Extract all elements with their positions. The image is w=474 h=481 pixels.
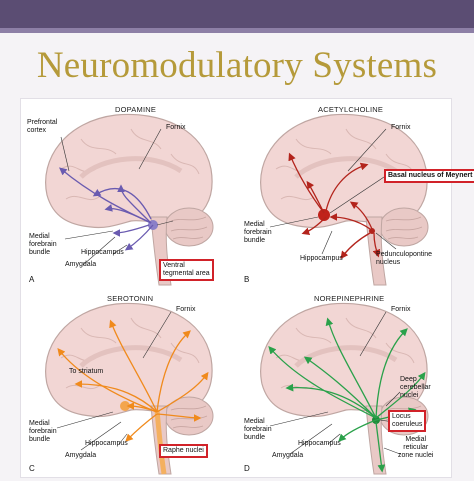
acetylcholine-diagram [260,113,429,286]
cerebellum-folds [385,216,423,240]
label-hippocampus: Hippocampus [298,440,341,447]
label-hippocampus: Hippocampus [300,255,343,262]
label-medial-reticular-zone-nuclei: Medial reticular zone nuclei [398,436,434,459]
corpus-callosum [294,345,398,368]
serotonin-diagram [45,302,214,475]
panel-title-dopamine: DOPAMINE [115,105,157,114]
label-medial-forebrain-bundle: Medial forebrain bundle [29,233,57,256]
cerebellum [379,207,429,247]
slide-title: Neuromodulatory Systems [36,45,438,86]
label-amygdala: Amygdala [272,452,304,459]
label-hippocampus: Hippocampus [81,249,124,256]
pedunculopontine-dot [369,228,375,234]
label-deep-cerebellar-nuclei: Deep cerebellar nuclei [400,376,431,399]
title-bar-accent [0,28,474,33]
cerebellum-folds [170,216,208,240]
cerebrum-folds [275,317,415,390]
panel-letter-a: A [29,275,35,284]
label-fornix: Fornix [176,306,196,313]
label-amygdala: Amygdala [65,452,97,459]
label-prefrontal-cortex: Prefrontal cortex [27,119,58,134]
cerebellum-folds [170,405,208,429]
cerebellum [164,207,214,247]
label-hippocampus: Hippocampus [85,440,128,447]
panel-letter-b: B [244,275,250,284]
label-amygdala: Amygdala [65,261,97,268]
panel-title-norepinephrine: NOREPINEPHRINE [314,294,385,303]
panel-letter-d: D [244,464,250,473]
label-locus-coeruleus: Locus coeruleus [388,410,427,432]
label-medial-forebrain-bundle: Medial forebrain bundle [244,221,272,244]
label-medial-forebrain-bundle: Medial forebrain bundle [244,418,272,441]
panel-dopamine: DOPAMINE Prefrontal cortex Fornix Medial… [21,99,236,288]
panel-title-acetylcholine: ACETYLCHOLINE [318,105,384,114]
raphe-column [154,409,167,475]
label-raphe-nuclei: Raphe nuclei [159,444,208,458]
label-ventral-tegmental-area: Ventral tegmental area [159,259,214,281]
label-basal-nucleus-of-meynert: Basal nucleus of Meynert [384,169,474,183]
cerebrum-folds [60,317,200,390]
panel-title-serotonin: SEROTONIN [107,294,154,303]
brain-figure: DOPAMINE Prefrontal cortex Fornix Medial… [20,98,474,478]
label-fornix: Fornix [391,124,411,131]
panel-serotonin: SEROTONIN Fornix To striatum Medial fore… [21,288,236,477]
corpus-callosum [294,156,398,179]
title-bar [0,0,474,28]
basal-nucleus-dot [318,209,330,221]
corpus-callosum [79,345,183,368]
cerebrum-folds [275,128,415,201]
panel-acetylcholine: ACETYLCHOLINE Fornix Basal nucleus of Me… [236,99,474,288]
label-fornix: Fornix [166,124,186,131]
label-to-striatum: To striatum [69,368,104,375]
cerebrum-folds [60,128,200,201]
label-pedunculopontine-nucleus: Pedunculopontine nucleus [376,251,433,266]
panel-norepinephrine: NOREPINEPHRINE Fornix Medial forebrain b… [236,288,451,477]
corpus-callosum [79,156,183,179]
panel-letter-c: C [29,464,35,473]
raphe-dot [120,401,130,411]
label-fornix: Fornix [391,306,411,313]
label-medial-forebrain-bundle: Medial forebrain bundle [29,420,57,443]
